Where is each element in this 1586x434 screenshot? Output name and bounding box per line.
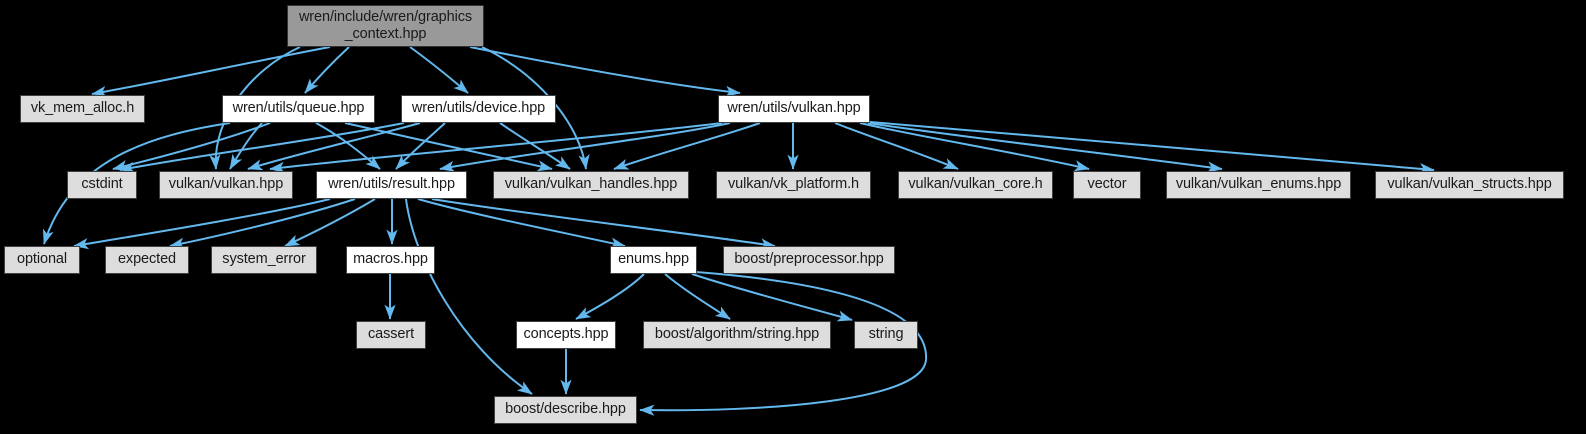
edge-wren_vulkan-to-vulkan_enums <box>867 122 1223 173</box>
graph-node-enums[interactable]: enums.hpp <box>610 246 697 274</box>
edge-device-to-cstdint <box>119 122 405 173</box>
graph-node-root[interactable]: wren/include/wren/graphics _context.hpp <box>287 5 484 47</box>
graph-node-boost_pp[interactable]: boost/preprocessor.hpp <box>723 246 895 274</box>
edge-device-to-vulkan_handles <box>499 122 571 170</box>
edge-wren_vulkan-to-vector <box>859 122 1090 172</box>
graph-node-queue[interactable]: wren/utils/queue.hpp <box>222 95 375 123</box>
edge-device-to-result <box>395 122 446 170</box>
edge-wren_vulkan-to-vulkan_core <box>834 122 959 170</box>
edge-root-to-vk_mem_alloc <box>91 46 331 98</box>
edge-enums-to-string <box>691 273 853 322</box>
edge-wren_vulkan-to-vulkan_vulkan <box>269 122 723 173</box>
graph-node-vk_mem_alloc[interactable]: vk_mem_alloc.h <box>20 95 145 123</box>
graph-node-string[interactable]: string <box>854 321 918 349</box>
graph-node-vulkan_handles[interactable]: vulkan/vulkan_handles.hpp <box>493 171 689 199</box>
edge-result-to-boost_pp <box>431 198 776 250</box>
graph-node-expected[interactable]: expected <box>105 246 189 274</box>
edge-wren_vulkan-to-result <box>439 122 731 172</box>
edge-root-to-queue <box>304 46 350 94</box>
edge-result-to-optional <box>73 198 331 250</box>
edge-result-to-system_error <box>284 198 376 247</box>
edge-enums-to-concepts <box>575 273 645 320</box>
edge-device-to-vulkan_vulkan <box>247 122 421 171</box>
edge-wren_vulkan-to-vulkan_structs <box>869 121 1435 175</box>
graph-node-device[interactable]: wren/utils/device.hpp <box>401 95 556 123</box>
edge-wren_vulkan-to-vulkan_handles <box>613 122 761 170</box>
graph-node-boost_describe[interactable]: boost/describe.hpp <box>494 396 637 424</box>
edge-queue-to-cstdint <box>112 122 271 172</box>
graph-node-concepts[interactable]: concepts.hpp <box>516 321 616 349</box>
graph-node-vulkan_structs[interactable]: vulkan/vulkan_structs.hpp <box>1375 171 1564 199</box>
graph-node-vulkan_core[interactable]: vulkan/vulkan_core.h <box>898 171 1053 199</box>
edge-root-to-wren_vulkan <box>469 46 741 97</box>
graph-node-macros[interactable]: macros.hpp <box>346 246 435 274</box>
graph-node-result[interactable]: wren/utils/result.hpp <box>316 171 467 199</box>
edge-root-to-device <box>409 46 469 94</box>
graph-node-boost_algo[interactable]: boost/algorithm/string.hpp <box>643 321 831 349</box>
graph-node-wren_vulkan[interactable]: wren/utils/vulkan.hpp <box>718 95 870 123</box>
graph-node-vk_platform[interactable]: vulkan/vk_platform.h <box>716 171 871 199</box>
graph-node-vector[interactable]: vector <box>1073 171 1141 199</box>
edge-enums-to-boost_algo <box>664 273 731 320</box>
edge-result-to-boost_describe <box>405 198 533 395</box>
graph-node-cstdint[interactable]: cstdint <box>67 171 137 199</box>
graph-node-system_error[interactable]: system_error <box>211 246 317 274</box>
graph-node-vulkan_vulkan[interactable]: vulkan/vulkan.hpp <box>159 171 293 199</box>
graph-node-cassert[interactable]: cassert <box>356 321 426 349</box>
edge-result-to-expected <box>169 198 356 249</box>
edge-queue-to-vulkan_handles <box>344 122 553 172</box>
edge-result-to-enums <box>417 198 626 249</box>
edge-queue-to-result <box>315 122 381 170</box>
graph-node-vulkan_enums[interactable]: vulkan/vulkan_enums.hpp <box>1166 171 1351 199</box>
graph-node-optional[interactable]: optional <box>4 246 80 274</box>
edge-queue-to-vulkan_vulkan <box>229 122 263 170</box>
